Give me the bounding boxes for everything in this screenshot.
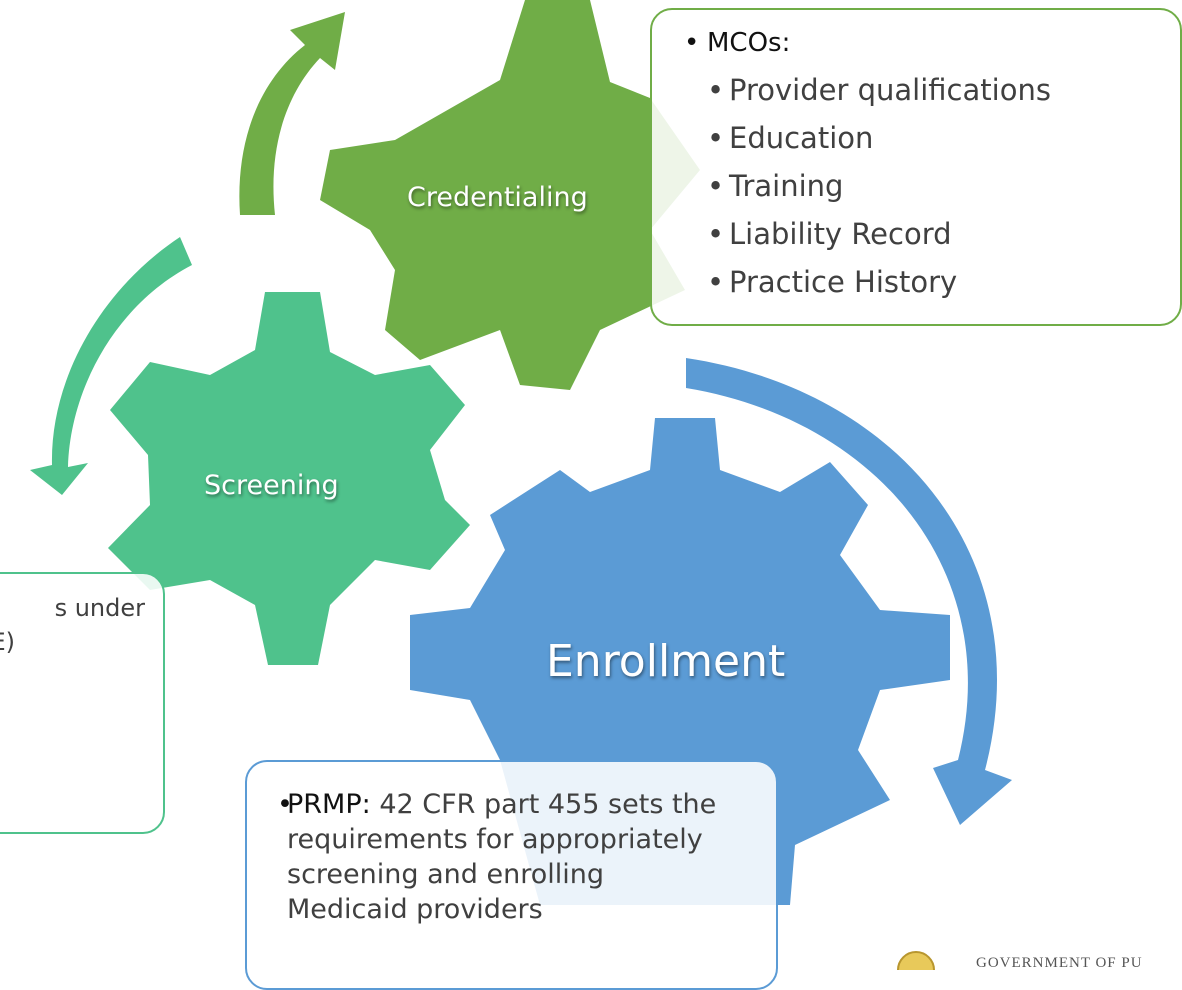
bullet-icon: •: [707, 265, 725, 299]
screening-callout: s under . E): [0, 572, 165, 834]
mco-item-label: Liability Record: [729, 217, 952, 251]
government-org-text: GOVERNMENT OF PU: [976, 955, 1143, 971]
mco-heading: MCOs:: [707, 28, 791, 58]
mco-item-label: Education: [729, 121, 874, 155]
credentialing-gear-shape: [320, 0, 700, 390]
bullet-icon: •: [707, 121, 725, 155]
mco-requirements-list: •Provider qualifications •Education •Tra…: [707, 66, 1180, 306]
bullet-icon: •: [707, 73, 725, 107]
screening-cycle-arrow: [30, 237, 192, 495]
bullet-icon: •: [684, 28, 700, 58]
credentialing-cycle-arrow: [239, 12, 345, 215]
credentialing-gear-label: Credentialing: [407, 182, 588, 213]
mco-heading-item: • MCOs:: [684, 28, 1180, 58]
enrollment-cycle-arrow: [686, 358, 1012, 825]
enrollment-gear-label: Enrollment: [546, 636, 786, 687]
screening-callout-line-1: s under: [54, 594, 145, 622]
list-item: •Training: [707, 162, 1180, 210]
screening-gear-label: Screening: [204, 470, 339, 501]
prmp-line-3: screening and enrolling: [287, 859, 604, 890]
bullet-icon: •: [277, 789, 293, 820]
screening-gear: [108, 292, 470, 665]
prmp-key: PRMP:: [287, 789, 371, 820]
mco-item-label: Practice History: [729, 265, 958, 299]
prmp-line-1: 42 CFR part 455 sets the: [379, 789, 717, 820]
mco-item-label: Training: [729, 169, 844, 203]
screening-gear-shape: [108, 292, 470, 665]
prmp-line-2: requirements for appropriately: [287, 824, 703, 855]
mco-callout: • MCOs: •Provider qualifications •Educat…: [650, 8, 1182, 326]
screening-callout-line-2: . E): [0, 628, 15, 656]
prmp-callout: • PRMP: 42 CFR part 455 sets the require…: [245, 760, 778, 990]
credentialing-gear: [320, 0, 700, 390]
bullet-icon: •: [707, 217, 725, 251]
prmp-line-4: Medicaid providers: [287, 894, 543, 925]
list-item: •Liability Record: [707, 210, 1180, 258]
prmp-item: • PRMP: 42 CFR part 455 sets the require…: [277, 787, 776, 927]
list-item: •Provider qualifications: [707, 66, 1180, 114]
list-item: •Education: [707, 114, 1180, 162]
government-seal-icon: [897, 951, 935, 970]
list-item: •Practice History: [707, 258, 1180, 306]
bullet-icon: •: [707, 169, 725, 203]
mco-item-label: Provider qualifications: [729, 73, 1051, 107]
